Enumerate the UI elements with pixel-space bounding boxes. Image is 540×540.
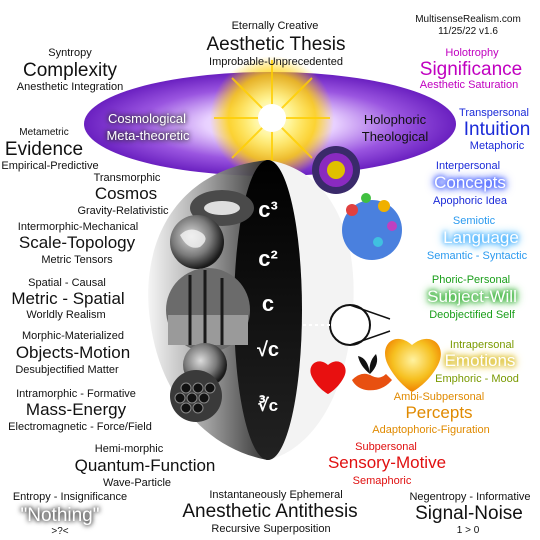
ellipse-label-right-1: Holophoric: [363, 112, 427, 127]
objects-super: Morphic-Materialized: [21, 330, 125, 342]
signal-sub: 1 > 0: [456, 525, 480, 536]
top-super: Eternally Creative: [231, 20, 319, 32]
subject-super: Phoric-Personal: [431, 274, 511, 286]
evidence-sub: Empirical-Predictive: [1, 160, 99, 172]
version-date: 11/25/22 v1.6: [438, 26, 498, 37]
concepts-title: Concepts: [434, 173, 506, 192]
emotions-sub: Emphoric - Mood: [435, 373, 519, 385]
metric-title: Metric - Spatial: [11, 289, 125, 308]
sensory-sub: Semaphoric: [352, 475, 412, 487]
sensory-super: Subpersonal: [355, 441, 417, 453]
significance-sub: Aesthetic Saturation: [419, 79, 519, 91]
cosmos-sub: Gravity-Relativistic: [77, 205, 169, 217]
mass-title: Mass-Energy: [25, 400, 127, 419]
top-sub: Improbable-Unprecedented: [209, 56, 343, 68]
sensory-title: Sensory-Motive: [327, 453, 447, 472]
metric-super: Spatial - Causal: [28, 277, 106, 289]
evidence-super: Metametric: [19, 127, 69, 138]
lens-column: [234, 160, 302, 460]
cosmos-super: Transmorphic: [93, 172, 161, 184]
c-cubed-icon: c³: [258, 197, 278, 222]
percepts-super: Ambi-Subpersonal: [393, 391, 485, 403]
heart-gold-icon: [385, 338, 441, 392]
significance-title: Significance: [419, 59, 523, 80]
ellipse-label-right-2: Theological: [361, 129, 429, 144]
ellipse-label-left-1: Cosmological: [107, 111, 187, 126]
bottom-title: Anesthetic Antithesis: [182, 501, 358, 522]
complexity-super: Syntropy: [48, 47, 92, 59]
mass-sub: Electromagnetic - Force/Field: [8, 421, 152, 433]
signal-super: Negentropy - Informative: [409, 491, 531, 503]
eye-icon: [302, 304, 391, 346]
emotions-super: Intrapersonal: [449, 339, 515, 351]
forest-image: [166, 268, 250, 352]
scale-super: Intermorphic-Mechanical: [17, 221, 139, 233]
c-squared-icon: c²: [258, 246, 278, 271]
hand-plant-icon: [352, 354, 392, 391]
c-icon: c: [261, 291, 275, 316]
complexity-title: Complexity: [23, 60, 117, 81]
sqrt-c-icon: √c: [256, 339, 280, 361]
complexity-sub: Anesthetic Integration: [16, 81, 124, 93]
emotions-title: Emotions: [444, 351, 516, 370]
earth-image: [170, 215, 224, 269]
significance-super: Holotrophy: [445, 47, 499, 59]
metric-sub: Worldly Realism: [26, 309, 106, 321]
language-sub: Semantic - Syntactic: [426, 250, 528, 262]
quantum-super: Hemi-morphic: [94, 443, 164, 455]
subject-title: Subject-Will: [427, 287, 517, 306]
percepts-title: Percepts: [405, 403, 473, 422]
language-super: Semiotic: [452, 215, 496, 227]
intuition-super: Transpersonal: [459, 107, 529, 119]
bottom-sub: Recursive Superposition: [211, 523, 331, 535]
quantum-title: Quantum-Function: [74, 456, 216, 475]
rose-window-image: [312, 146, 360, 194]
nothing-sub: >?<: [51, 526, 69, 537]
sun-icon: [210, 56, 334, 180]
cbrt-c-icon: ∛c: [257, 396, 279, 415]
percepts-sub: Adaptophoric-Figuration: [372, 424, 490, 436]
concepts-sub: Apophoric Idea: [433, 195, 507, 207]
cosmos-title: Cosmos: [94, 184, 158, 203]
scale-sub: Metric Tensors: [41, 254, 113, 266]
signal-title: Signal-Noise: [415, 503, 523, 524]
concepts-super: Interpersonal: [435, 160, 501, 172]
site-name: MultisenseRealism.com: [415, 14, 521, 25]
evidence-title: Evidence: [4, 139, 84, 160]
head-icons-image: [342, 193, 402, 260]
bottom-super: Instantaneously Ephemeral: [209, 489, 343, 501]
nothing-super: Entropy - Insignificance: [12, 491, 128, 503]
mass-super: Intramorphic - Formative: [16, 388, 136, 400]
honeycomb-image: [170, 370, 222, 422]
intuition-title: Intuition: [463, 119, 531, 140]
top-title: Aesthetic Thesis: [206, 34, 346, 55]
subject-sub: Deobjectified Self: [429, 309, 515, 321]
objects-sub: Desubjectified Matter: [15, 364, 119, 376]
language-title: Language: [443, 228, 519, 247]
quantum-sub: Wave-Particle: [102, 477, 172, 489]
objects-title: Objects-Motion: [15, 343, 131, 362]
intuition-sub: Metaphoric: [469, 140, 525, 152]
scale-title: Scale-Topology: [18, 233, 136, 252]
heart-red-icon: [310, 361, 346, 394]
nothing-title: "Nothing": [20, 505, 100, 526]
ellipse-label-left-2: Meta-theoretic: [106, 128, 190, 143]
